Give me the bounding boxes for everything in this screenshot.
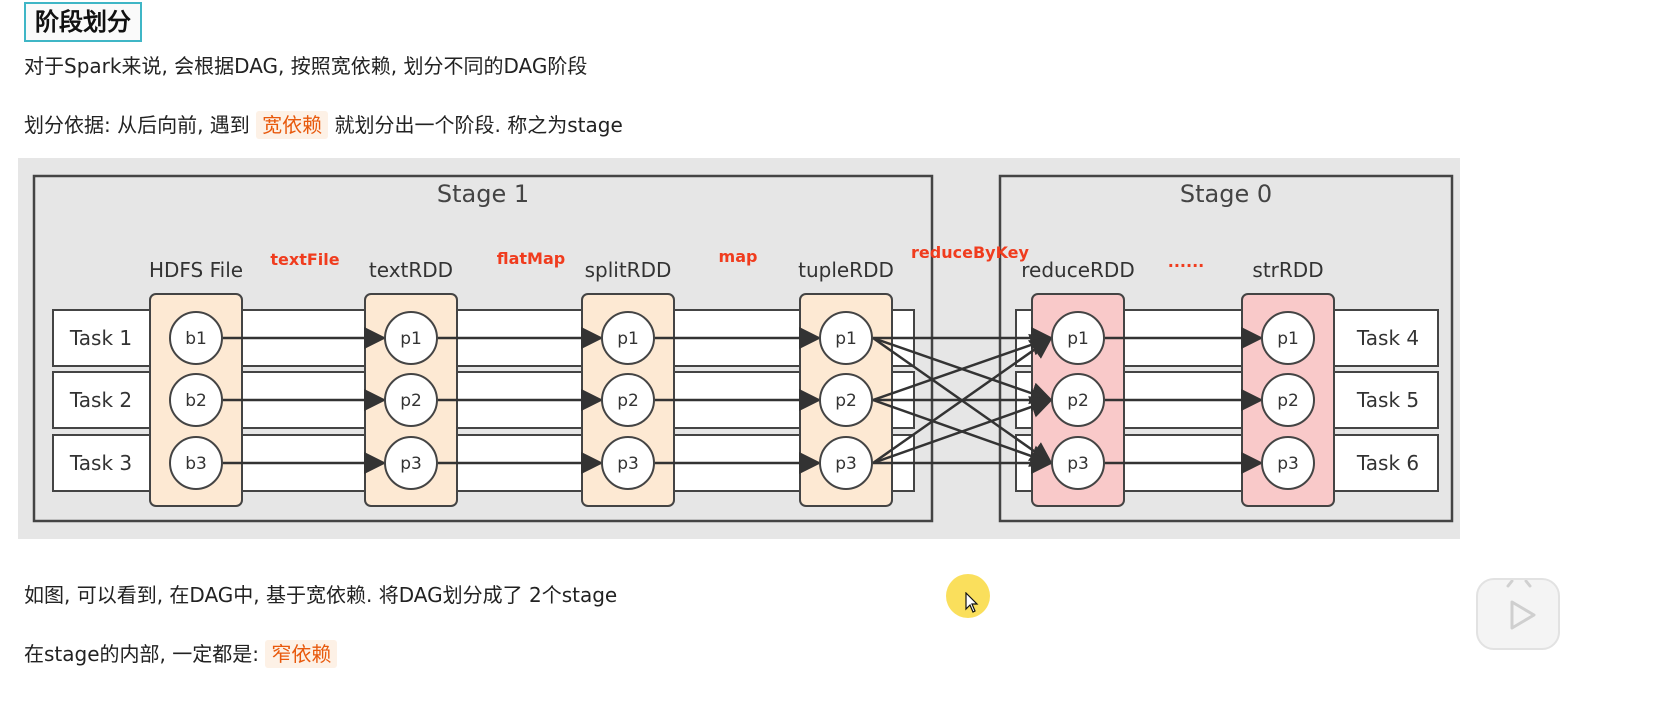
stage-diagram-svg: Stage 1 Stage 0 Task 1 Task 4 Task 2 Task 5 Ta… <box>32 174 1454 523</box>
operation-label: reduceByKey <box>911 243 1030 262</box>
operation-label: flatMap <box>497 249 565 268</box>
task-label-right: Task 5 <box>1356 388 1419 412</box>
partition-node <box>1051 311 1105 365</box>
task-label-left: Task 3 <box>69 451 132 475</box>
partition-label: p2 <box>1067 391 1089 411</box>
stage-0-title: Stage 0 <box>1180 180 1272 208</box>
partition-node <box>384 373 438 427</box>
partition-label: p1 <box>1067 329 1089 349</box>
partition-label: p3 <box>1277 454 1299 474</box>
rdd-column-label: tupleRDD <box>798 258 894 282</box>
partition-label: p3 <box>400 454 422 474</box>
wide-dependency-arrow <box>872 334 1054 402</box>
wide-dependency-highlight: 宽依赖 <box>256 111 329 139</box>
narrow-dependency-highlight: 窄依赖 <box>265 640 338 668</box>
partition-label: b3 <box>185 454 207 474</box>
partition-node <box>601 373 655 427</box>
partition-node <box>169 436 223 490</box>
rdd-column-label: splitRDD <box>585 258 672 282</box>
partition-node <box>1051 436 1105 490</box>
partition-label: p2 <box>835 391 857 411</box>
partition-label: p1 <box>400 329 422 349</box>
partition-node <box>384 311 438 365</box>
partition-label: p1 <box>1277 329 1299 349</box>
partition-label: p3 <box>617 454 639 474</box>
partition-label: p1 <box>835 329 857 349</box>
partition-label: p2 <box>1277 391 1299 411</box>
task-label-right: Task 6 <box>1356 451 1419 475</box>
basis-text-after: 就划分出一个阶段. 称之为stage <box>334 113 623 137</box>
task-label-left: Task 2 <box>69 388 132 412</box>
rdd-column-label: textRDD <box>369 258 453 282</box>
partition-node <box>384 436 438 490</box>
partition-node <box>1261 373 1315 427</box>
operation-label: ...... <box>1168 252 1204 271</box>
section-heading: 阶段划分 <box>24 2 142 42</box>
narrow-paragraph: 在stage的内部, 一定都是: 窄依赖 <box>24 640 338 668</box>
stage-diagram: Stage 1 Stage 0 Task 1 Task 4 Task 2 Task 5 Ta… <box>18 158 1460 539</box>
wide-dependency-arrow <box>872 336 1053 465</box>
basis-paragraph: 划分依据: 从后向前, 遇到 宽依赖 就划分出一个阶段. 称之为stage <box>24 111 623 139</box>
rdd-column-label: strRDD <box>1252 258 1323 282</box>
intro-paragraph: 对于Spark来说, 会根据DAG, 按照宽依赖, 划分不同的DAG阶段 <box>24 54 588 78</box>
partition-node <box>1051 373 1105 427</box>
partition-label: p2 <box>400 391 422 411</box>
partition-node <box>1261 436 1315 490</box>
partition-node <box>601 311 655 365</box>
operation-label: map <box>719 247 758 266</box>
rdd-column-label: HDFS File <box>149 258 243 282</box>
cursor-icon <box>965 592 979 613</box>
partition-label: p1 <box>617 329 639 349</box>
partition-node <box>819 373 873 427</box>
rdd-column-label: reduceRDD <box>1021 258 1134 282</box>
play-icon <box>1506 580 1536 630</box>
partition-label: b2 <box>185 391 207 411</box>
narrow-text-before: 在stage的内部, 一定都是: <box>24 642 259 666</box>
wide-dependency-arrow <box>872 396 1054 465</box>
partition-node <box>169 311 223 365</box>
task-label-left: Task 1 <box>69 326 132 350</box>
partition-node <box>819 311 873 365</box>
partition-label: p2 <box>617 391 639 411</box>
partition-node <box>169 373 223 427</box>
task-label-right: Task 4 <box>1356 326 1419 350</box>
partition-node <box>1261 311 1315 365</box>
partition-node <box>819 436 873 490</box>
operation-label: textFile <box>270 250 339 269</box>
basis-text-before: 划分依据: 从后向前, 遇到 <box>24 113 250 137</box>
partition-node <box>601 436 655 490</box>
partition-label: b1 <box>185 329 207 349</box>
stage-1-title: Stage 1 <box>437 180 529 208</box>
video-play-button[interactable] <box>1476 578 1560 650</box>
partition-label: p3 <box>835 454 857 474</box>
result-paragraph: 如图, 可以看到, 在DAG中, 基于宽依赖. 将DAG划分成了 2个stage <box>24 583 618 607</box>
partition-label: p3 <box>1067 454 1089 474</box>
